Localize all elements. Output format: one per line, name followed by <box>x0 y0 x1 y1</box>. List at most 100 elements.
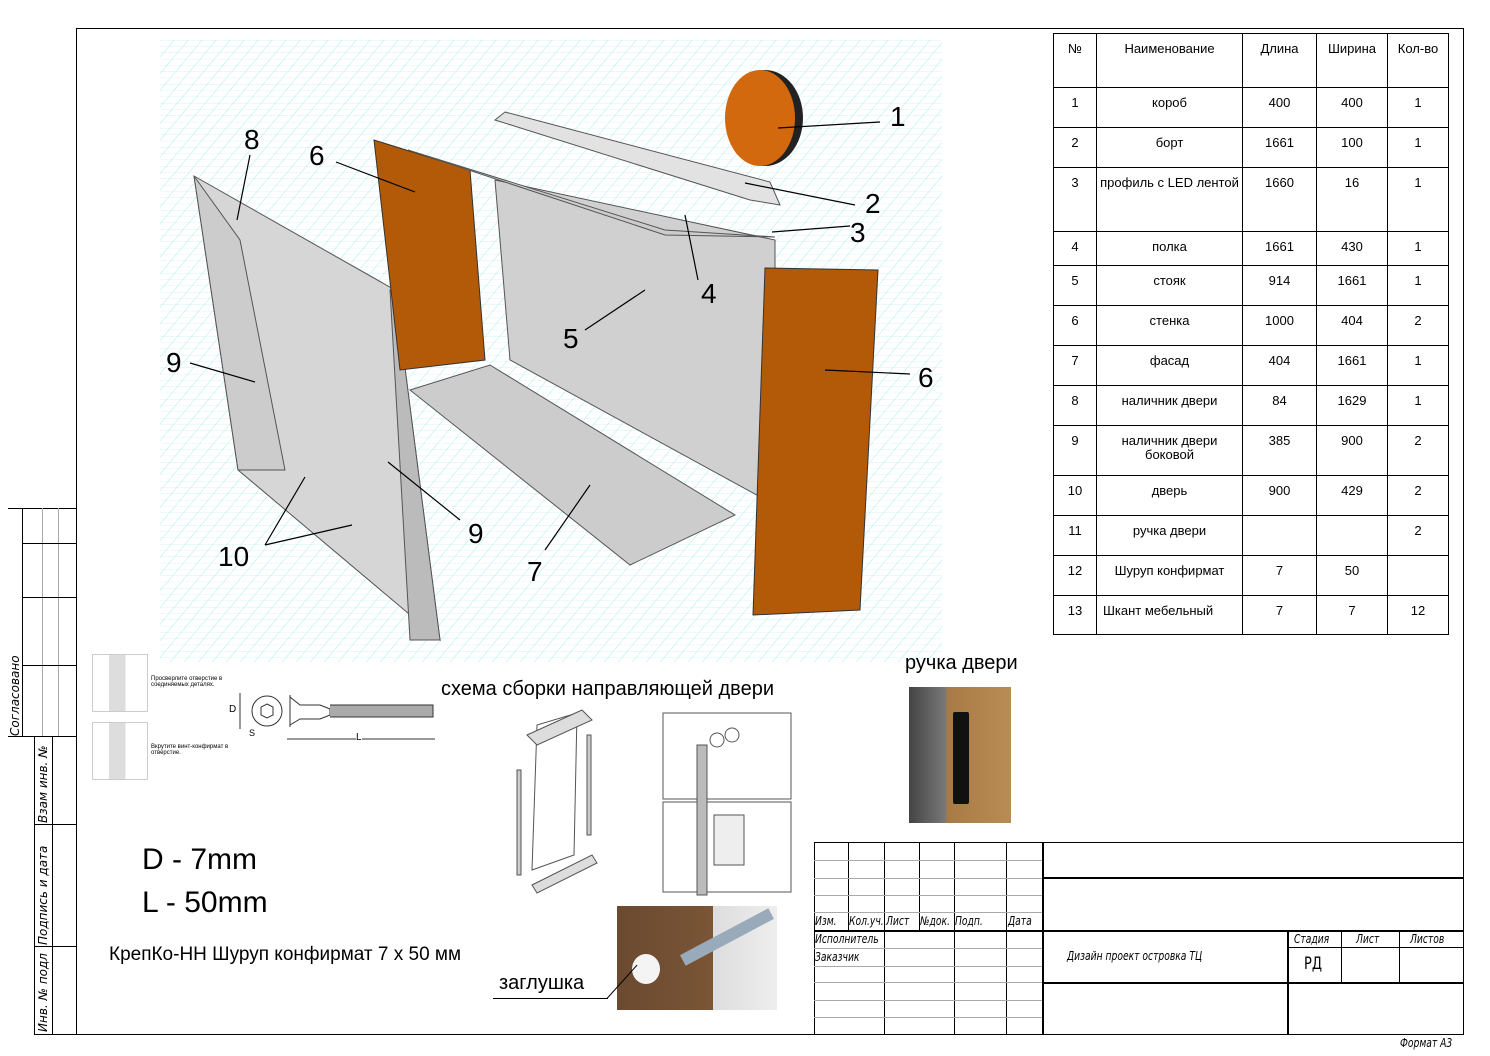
door-scheme-title: схема сборки направляющей двери <box>441 678 774 700</box>
grid-line <box>1341 930 1342 982</box>
cell-qty: 1 <box>1387 345 1449 386</box>
cell-qty: 2 <box>1387 425 1449 476</box>
cell-width <box>1316 515 1388 556</box>
cell-width: 1661 <box>1316 345 1388 386</box>
header-qty: Кол-во <box>1387 33 1449 88</box>
cell-name: наличник двери <box>1096 385 1243 426</box>
handle-photo <box>909 687 1011 823</box>
drawing-frame <box>76 28 1464 1035</box>
col-izm: Изм. <box>815 914 837 928</box>
project-name: Дизайн проект островка ТЦ <box>1067 949 1203 963</box>
cell-length: 404 <box>1242 345 1317 386</box>
exploded-view <box>160 40 942 662</box>
stage-value: РД <box>1304 954 1323 974</box>
cell-length: 900 <box>1242 475 1317 516</box>
grid-line <box>884 842 885 930</box>
cell-width: 7 <box>1316 595 1388 635</box>
cell-length: 400 <box>1242 87 1317 128</box>
callout-4: 4 <box>701 278 717 309</box>
grid-line <box>814 895 1042 896</box>
screw-caption: КрепКо-НН Шуруп конфирмат 7 х 50 мм <box>109 944 462 965</box>
stamp-podpis: Подпись и дата <box>36 845 50 945</box>
cell-width: 50 <box>1316 555 1388 596</box>
plug-title: заглушка <box>499 972 585 994</box>
cell-width: 430 <box>1316 231 1388 266</box>
header-name: Наименование <box>1096 33 1243 88</box>
callout-1: 1 <box>890 101 906 132</box>
cell-length: 1000 <box>1242 305 1317 346</box>
callout-3: 3 <box>850 217 866 248</box>
cell-num: 11 <box>1053 515 1097 556</box>
col-list: Лист <box>886 914 910 928</box>
stamp-vzam: Взам инв. № <box>36 745 50 823</box>
cell-name: стояк <box>1096 265 1243 306</box>
grid-line <box>1042 842 1044 1035</box>
cell-length: 914 <box>1242 265 1317 306</box>
dim-s: S <box>249 728 256 738</box>
grid-line <box>814 930 1042 932</box>
step2-text: Вкрутите винт-конфирмат в отверстие. <box>151 744 229 756</box>
door-scheme-diagram <box>516 709 792 896</box>
step1-text: Просверлите отверстие в соединяемых дета… <box>151 676 223 688</box>
header-num: № <box>1053 33 1097 88</box>
format-label: Формат А3 <box>1400 1036 1453 1050</box>
cell-num: 4 <box>1053 231 1097 266</box>
grid-line <box>954 842 955 930</box>
cell-qty: 2 <box>1387 515 1449 556</box>
callout-2: 2 <box>865 188 881 219</box>
grid-line <box>1042 982 1464 984</box>
board <box>493 111 781 206</box>
col-podp: Подп. <box>955 914 983 928</box>
grid-line <box>848 842 849 930</box>
cell-length: 1660 <box>1242 167 1317 232</box>
cell-num: 3 <box>1053 167 1097 232</box>
cell-length <box>1242 515 1317 556</box>
grid-line <box>1399 930 1400 982</box>
cell-num: 6 <box>1053 305 1097 346</box>
stamp-agreed: Согласовано <box>8 655 22 736</box>
cell-width: 100 <box>1316 127 1388 168</box>
callout-10: 10 <box>218 541 250 572</box>
cell-length: 385 <box>1242 425 1317 476</box>
grid-line <box>814 912 1042 913</box>
cell-length: 1661 <box>1242 127 1317 168</box>
col-koluch: Кол.уч. <box>849 914 884 928</box>
callout-9b: 9 <box>468 518 484 549</box>
executor-label: Исполнитель <box>815 932 879 946</box>
col-ndok: №док. <box>920 914 950 928</box>
cell-width: 429 <box>1316 475 1388 516</box>
cell-width: 16 <box>1316 167 1388 232</box>
plug-photo <box>617 906 777 1010</box>
cell-num: 13 <box>1053 595 1097 635</box>
cell-qty: 12 <box>1387 595 1449 635</box>
handle-title: ручка двери <box>905 652 1018 674</box>
grid-line <box>814 1017 1042 1018</box>
facade-bottom <box>408 364 737 566</box>
cell-name: борт <box>1096 127 1243 168</box>
cell-qty: 1 <box>1387 265 1449 306</box>
grid-line <box>919 842 920 930</box>
header-length: Длина <box>1242 33 1317 88</box>
cell-num: 2 <box>1053 127 1097 168</box>
grid-line <box>814 982 1042 983</box>
cell-num: 8 <box>1053 385 1097 426</box>
grid-line <box>814 966 1042 967</box>
cell-name: стенка <box>1096 305 1243 346</box>
stamp-inv: Инв. № подл <box>36 953 50 1032</box>
plug-icon <box>632 954 660 984</box>
cell-length: 84 <box>1242 385 1317 426</box>
l-value: L - 50mm <box>142 886 268 919</box>
header-width: Ширина <box>1316 33 1388 88</box>
grid-line <box>814 948 1042 949</box>
